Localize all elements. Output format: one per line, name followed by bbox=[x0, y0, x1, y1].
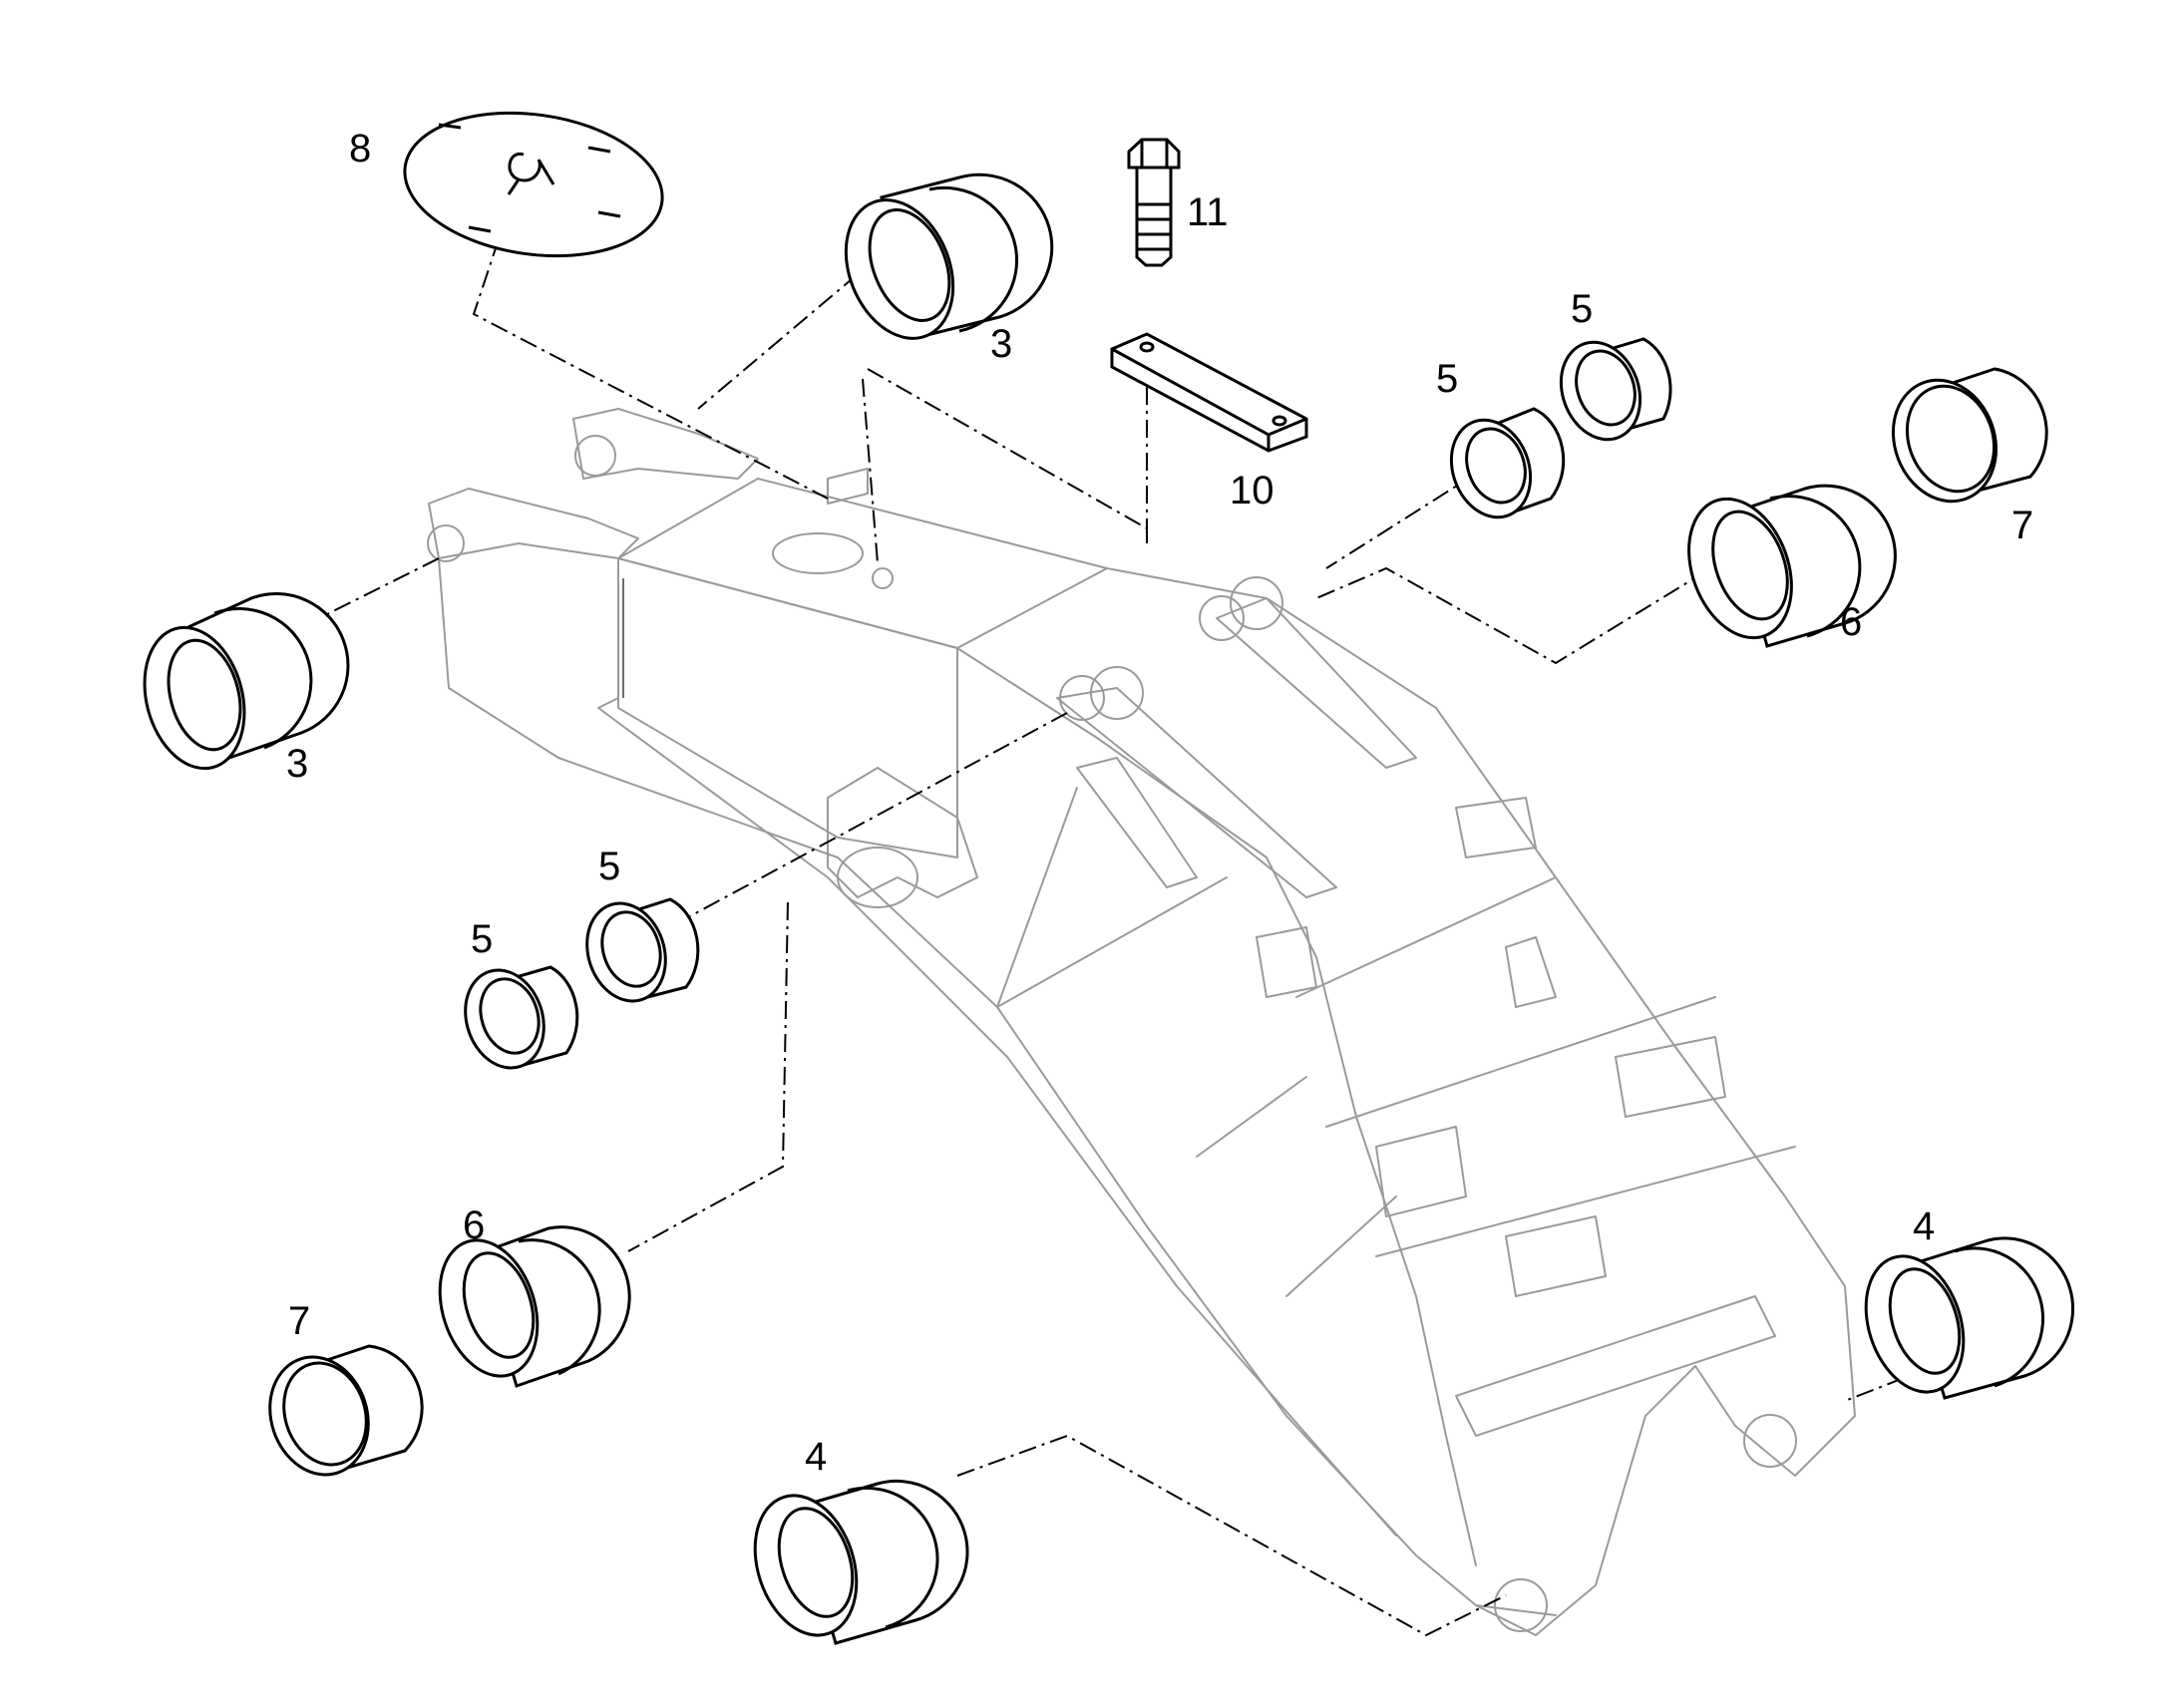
part-bushing-6-b bbox=[438, 1225, 631, 1388]
callout-7-a: 7 bbox=[2011, 504, 2033, 547]
callout-4-a: 4 bbox=[805, 1435, 827, 1479]
part-bushing-5-a bbox=[1449, 407, 1566, 519]
part-bushing-5-b bbox=[1559, 337, 1672, 442]
callout-11: 11 bbox=[1187, 190, 1229, 234]
callout-4-b: 4 bbox=[1913, 1204, 1935, 1248]
callout-7-b: 7 bbox=[288, 1299, 310, 1343]
part-bushing-7-b bbox=[268, 1344, 424, 1477]
callout-3-left: 3 bbox=[286, 742, 308, 786]
callout-8: 8 bbox=[349, 127, 371, 171]
part-bushing-6-a bbox=[1687, 484, 1897, 648]
part-bushing-3-left bbox=[143, 592, 350, 771]
callout-6-a: 6 bbox=[1840, 600, 1862, 644]
callout-5-c: 5 bbox=[598, 845, 620, 888]
callout-5-b: 5 bbox=[1571, 287, 1593, 331]
callout-3-top: 3 bbox=[990, 322, 1012, 366]
part-bushing-3-top bbox=[844, 172, 1054, 340]
part-bushing-5-d bbox=[464, 965, 579, 1070]
callout-labels: 8 11 3 10 5 5 7 6 3 5 5 6 7 4 4 bbox=[286, 127, 2033, 1479]
part-bushing-4-b bbox=[1864, 1236, 2075, 1400]
boom-outline bbox=[427, 408, 1856, 1636]
part-cover-plate bbox=[403, 111, 664, 258]
leader-lines bbox=[308, 238, 1936, 1637]
part-bushing-5-c bbox=[585, 897, 700, 1003]
callout-10: 10 bbox=[1230, 469, 1274, 512]
part-bolt bbox=[1127, 138, 1181, 267]
part-flat-bar bbox=[1110, 332, 1308, 453]
part-bushing-7-a bbox=[1891, 367, 2048, 504]
callout-5-a: 5 bbox=[1436, 357, 1458, 401]
callout-6-b: 6 bbox=[463, 1203, 485, 1247]
part-bushing-4-a bbox=[753, 1479, 969, 1645]
callout-5-d: 5 bbox=[471, 917, 493, 961]
